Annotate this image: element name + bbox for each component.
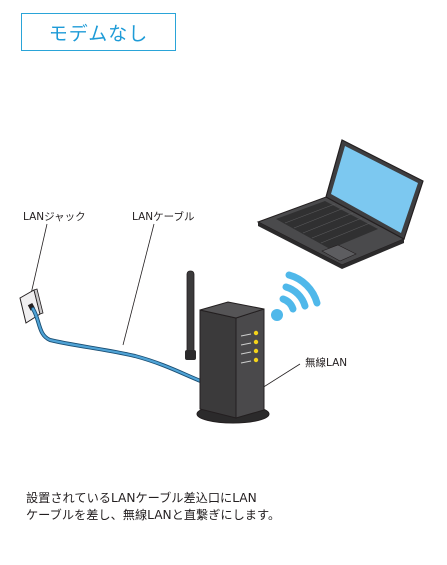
wireless-lan-leader-line xyxy=(261,363,301,389)
lan-cable-icon xyxy=(31,307,205,384)
wireless-lan-label: 無線LAN xyxy=(305,357,348,369)
lan-jack-leader-line xyxy=(30,223,48,295)
caption-line-2: ケーブルを差し、無線LANと直繋ぎにします。 xyxy=(26,508,281,522)
page-title: モデムなし xyxy=(48,22,149,45)
wifi-icon xyxy=(271,271,321,321)
caption: 設置されているLANケーブル差込口にLAN ケーブルを差し、無線LANと直繋ぎに… xyxy=(26,490,426,524)
lan-jack-label: LANジャック xyxy=(23,211,86,223)
router-led-icons xyxy=(240,330,259,364)
router-icon xyxy=(185,270,270,424)
title-box: モデムなし xyxy=(21,13,176,51)
caption-line-1: 設置されているLANケーブル差込口にLAN xyxy=(26,491,257,505)
lan-jack-icon xyxy=(19,288,44,324)
lan-cable-label: LANケーブル xyxy=(132,211,195,223)
lan-cable-leader-line xyxy=(122,223,155,346)
laptop-icon xyxy=(256,139,424,269)
